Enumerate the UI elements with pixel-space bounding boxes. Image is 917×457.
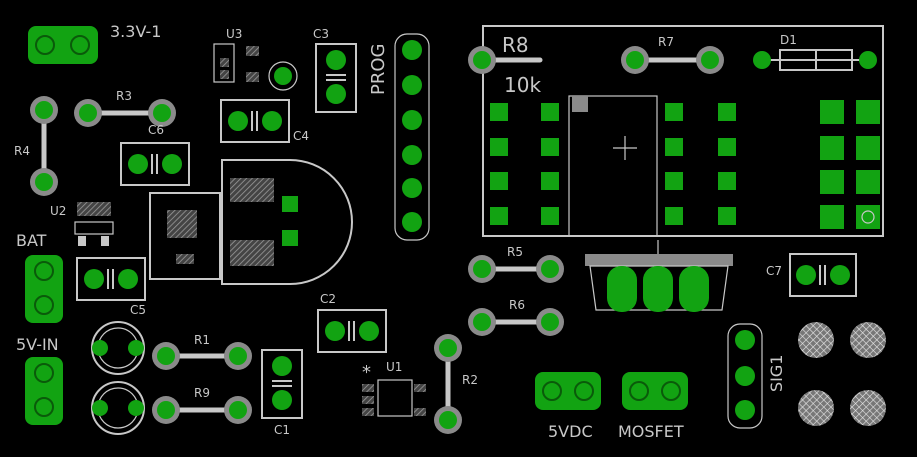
c6-capacitor: C6 [120,123,190,186]
label-u1-mark: * [362,362,371,383]
label-5v-in: 5V-IN [16,335,59,354]
u2-regulator: U2 [50,202,114,246]
c3-capacitor: C3 [313,27,357,113]
r9-resistor: R9 [152,386,252,424]
label-c5: C5 [130,303,146,317]
c7-capacitor: C7 [766,253,857,297]
label-r9: R9 [194,386,210,400]
label-sig1: SIG1 [767,355,786,392]
label-bat: BAT [16,231,47,250]
r3-resistor: R3 [74,89,176,127]
c1-capacitor: C1 [261,349,303,437]
r6-resistor: R6 [468,298,564,336]
r5-resistor: R5 [468,245,564,283]
label-u1: U1 [386,360,402,374]
c2-capacitor: C2 [317,292,387,353]
u3-chip: U3 [213,27,298,91]
label-d1: D1 [780,33,797,47]
prog-header: PROG [368,33,430,241]
label-r7: R7 [658,35,674,49]
r7-resistor: R7 [621,35,724,74]
large-regulator [149,159,353,285]
c4-capacitor: C4 [220,99,309,143]
label-3v3: 3.3V-1 [110,22,161,41]
label-u2: U2 [50,204,66,218]
label-c2: C2 [320,292,336,306]
label-c6: C6 [148,123,164,137]
label-r3: R3 [116,89,132,103]
round-components [91,321,145,435]
5vdc-connector: 5VDC [535,372,601,441]
r4-resistor: R4 [14,96,58,196]
label-mosfet: MOSFET [618,422,684,441]
r8-resistor [468,46,543,74]
label-c7: C7 [766,264,782,278]
r2-resistor: R2 [434,334,478,434]
mosfet-connector: MOSFET [618,372,688,441]
mounting-holes [798,322,886,426]
label-5vdc: 5VDC [548,422,593,441]
mosfet-package [585,240,733,312]
label-r1: R1 [194,333,210,347]
label-r6: R6 [509,298,525,312]
d1-diode: D1 [753,33,877,71]
label-r8-value: 10k [504,73,541,97]
relay-block: R8 10k [482,25,884,237]
label-r5: R5 [507,245,523,259]
label-r4: R4 [14,144,30,158]
5v-in-connector: 5V-IN [16,335,63,425]
bat-connector: BAT [16,231,63,323]
r1-resistor: R1 [152,333,252,370]
connector-3v3: 3.3V-1 [28,22,161,64]
u1-chip: * U1 [362,360,426,417]
label-prog: PROG [368,44,389,95]
label-c4: C4 [293,129,309,143]
label-r2: R2 [462,373,478,387]
label-c1: C1 [274,423,290,437]
label-c3: C3 [313,27,329,41]
sig1-header: SIG1 [727,323,786,429]
label-u3: U3 [226,27,242,41]
label-r8: R8 [502,33,529,57]
c5-capacitor: C5 [76,257,146,317]
